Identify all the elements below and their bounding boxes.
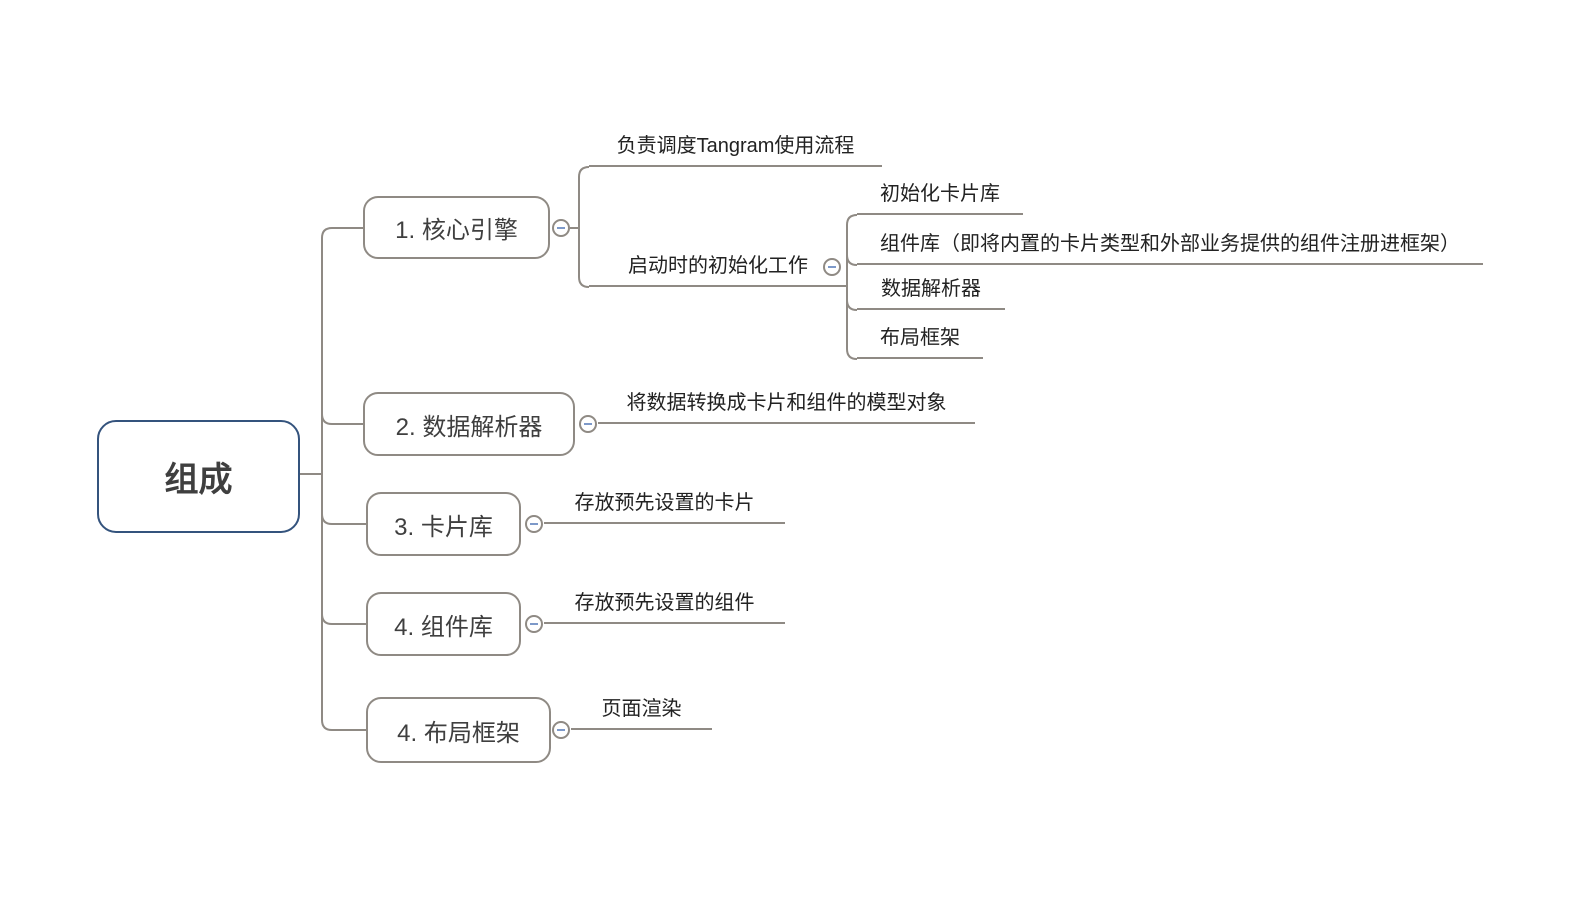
- branch2-stub: [321, 413, 363, 425]
- branch1-child-down: [578, 228, 590, 288]
- minus-icon: [557, 729, 565, 731]
- subtopic-dispatch-flow[interactable]: 负责调度Tangram使用流程: [589, 133, 882, 167]
- minus-icon: [828, 266, 836, 268]
- subtopic-page-render[interactable]: 页面渲染: [571, 696, 712, 730]
- branch1-child-up: [578, 166, 590, 228]
- subtopic-layout-framework[interactable]: 布局框架: [857, 325, 983, 359]
- branch-trunk: [321, 227, 368, 731]
- branch3-stub: [321, 513, 366, 525]
- minus-icon: [530, 623, 538, 625]
- subtopic-component-registration[interactable]: 组件库（即将内置的卡片类型和外部业务提供的组件注册进框架）: [857, 231, 1483, 265]
- branch-topic-card-library[interactable]: 3. 卡片库: [366, 492, 521, 556]
- subtopic-preset-components[interactable]: 存放预先设置的组件: [544, 590, 785, 624]
- branch-topic-layout-framework[interactable]: 4. 布局框架: [366, 697, 551, 763]
- collapse-toggle-branch1[interactable]: [552, 219, 570, 237]
- subtopic-startup-init[interactable]: 启动时的初始化工作: [589, 253, 847, 287]
- root-topic[interactable]: 组成: [97, 420, 300, 533]
- grandchild3-stub: [846, 299, 858, 311]
- branch-topic-component-library[interactable]: 4. 组件库: [366, 592, 521, 656]
- branch4-stub: [321, 613, 366, 625]
- minus-icon: [557, 227, 565, 229]
- subtopic-data-parser[interactable]: 数据解析器: [857, 276, 1005, 310]
- collapse-toggle-branch3[interactable]: [525, 515, 543, 533]
- grandchild-trunk-down: [846, 287, 858, 360]
- collapse-toggle-branch5[interactable]: [552, 721, 570, 739]
- branch-topic-core-engine[interactable]: 1. 核心引擎: [363, 196, 550, 259]
- grandchild-trunk-up: [846, 214, 858, 287]
- grandchild2-stub: [846, 254, 858, 266]
- collapse-toggle-branch2[interactable]: [579, 415, 597, 433]
- branch-topic-data-parser[interactable]: 2. 数据解析器: [363, 392, 575, 456]
- subtopic-init-card-library[interactable]: 初始化卡片库: [857, 181, 1023, 215]
- collapse-toggle-startup-init[interactable]: [823, 258, 841, 276]
- collapse-toggle-branch4[interactable]: [525, 615, 543, 633]
- subtopic-model-conversion[interactable]: 将数据转换成卡片和组件的模型对象: [598, 390, 975, 424]
- minus-icon: [584, 423, 592, 425]
- subtopic-preset-cards[interactable]: 存放预先设置的卡片: [544, 490, 785, 524]
- minus-icon: [530, 523, 538, 525]
